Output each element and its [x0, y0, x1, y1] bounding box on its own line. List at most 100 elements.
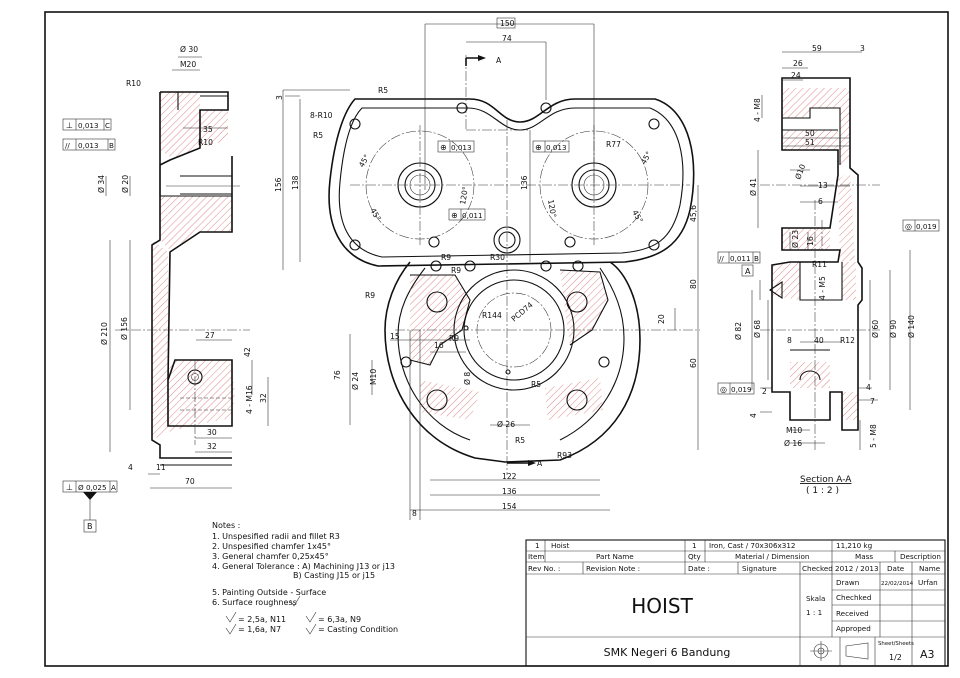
- dim-d156: Ø 156: [120, 317, 129, 340]
- dim-m8b: 5 - M8: [869, 424, 878, 448]
- note-line: 3. General chamfer 0,25x45°: [212, 552, 329, 561]
- tb-h-checked: Checked: [802, 564, 833, 573]
- dim-138: 138: [291, 175, 300, 190]
- tb-h-qty: Qty: [688, 552, 701, 561]
- svg-text:0,013: 0,013: [78, 121, 99, 130]
- dim-m5: 4 - M5: [818, 276, 827, 300]
- datum-b-box: [83, 519, 97, 533]
- dim-156: 156: [274, 177, 283, 192]
- dim-45-6: 45,6: [689, 205, 698, 222]
- svg-text://: //: [719, 254, 724, 263]
- dim-8c: 8: [787, 336, 792, 345]
- dim-m8a: 4 - M8: [753, 98, 762, 122]
- dim-r12: R12: [840, 336, 855, 345]
- dim-32: 32: [207, 442, 217, 451]
- tb-material-value: Iron, Cast / 70x306x312: [709, 541, 796, 550]
- dim-136-horiz: 136: [502, 487, 517, 496]
- roughness-1: = 2,5a, N11: [238, 615, 286, 624]
- dim-r30: R30: [490, 253, 505, 262]
- dim-d41: Ø 41: [749, 178, 758, 196]
- svg-text:⊥: ⊥: [66, 121, 73, 130]
- tb-mass-value: 11,210 kg: [836, 541, 872, 550]
- surface-roughness-icon: [289, 595, 301, 607]
- tb-h-rev-no: Rev No. :: [528, 564, 560, 573]
- dim-13: 13: [818, 181, 828, 190]
- dim-a120b: 120°: [546, 199, 558, 219]
- dim-32v: 32: [259, 393, 268, 403]
- dim-16b: 16: [806, 236, 815, 246]
- dim-20-vert: 20: [657, 314, 666, 324]
- dim-2: 2: [762, 387, 767, 396]
- datum-a-label: A: [745, 267, 751, 276]
- dim-d210: Ø 210: [100, 322, 109, 345]
- left-side-view: Ø 30 M20 R10 R10 35 Ø 34 Ø 20 Ø 210 Ø 15…: [62, 45, 269, 533]
- datum-b-label: B: [87, 522, 93, 531]
- dim-d8: Ø 8: [463, 372, 472, 385]
- tb-h-name: Name: [919, 564, 941, 573]
- svg-text:0,013: 0,013: [546, 143, 567, 152]
- roughness-4: = Casting Condition: [318, 625, 398, 634]
- dim-74: 74: [502, 34, 512, 43]
- dim-11: 11: [156, 463, 166, 472]
- dim-r9d: R9: [449, 334, 459, 343]
- roughness-2: = 1,6a, N7: [238, 625, 281, 634]
- dim-r144: R144: [482, 311, 502, 320]
- dim-r10a: R10: [126, 79, 141, 88]
- datum-a-box: [741, 264, 754, 277]
- svg-text:C: C: [105, 121, 110, 130]
- dim-m10b: M10: [786, 426, 802, 435]
- dim-d23: Ø 23: [791, 230, 800, 248]
- dim-3b: 3: [860, 44, 865, 53]
- tolerance-frame-par1: // 0,013 B: [62, 138, 116, 151]
- tolerance-frame-circ2: ◎ 0,019: [717, 382, 755, 395]
- note-line: 6. Surface roughness: [212, 598, 297, 607]
- section-title: Section A-A: [800, 475, 852, 485]
- tb-drawn-date: 22/02/2014: [881, 581, 914, 587]
- dim-m10: M10: [369, 369, 378, 385]
- tb-h-item: Item: [528, 552, 544, 561]
- dim-A-top: A: [496, 56, 502, 65]
- dim-m20: M20: [180, 60, 196, 69]
- dim-4c: 4: [749, 413, 758, 418]
- dim-6: 6: [818, 197, 823, 206]
- dim-80: 80: [689, 279, 698, 289]
- section-a-a-view: 59 3 26 24 4 - M8 50 51 Ø 41 Ø10 13 6 Ø …: [717, 44, 940, 496]
- tolerance-frame-par2: // 0,011 B: [717, 251, 761, 264]
- dim-r10b: R10: [198, 138, 213, 147]
- svg-text:0,011: 0,011: [462, 211, 483, 220]
- front-view: 150 74 A 3 R5 8-R10 R5 156 138 45° 45° 4…: [274, 17, 700, 520]
- tb-h-signature: Signature: [742, 564, 777, 573]
- tb-sheet-label: Sheet/Sheets: [878, 641, 914, 647]
- tb-skala-value: 1 : 1: [806, 608, 822, 617]
- dim-d140: Ø 140: [907, 315, 916, 338]
- tb-h-part-name: Part Name: [596, 552, 634, 561]
- dim-3: 3: [275, 95, 284, 100]
- svg-text:◎: ◎: [905, 222, 912, 231]
- dim-r5b: R5: [313, 131, 323, 140]
- section-scale: ( 1 : 2 ): [806, 486, 839, 496]
- dim-76: 76: [333, 370, 342, 380]
- tb-part-name-value: Hoist: [551, 541, 570, 550]
- tolerance-frame-perp1: ⊥ 0,013 C: [62, 118, 112, 131]
- dim-d68: Ø 68: [753, 320, 762, 338]
- sheet-border: [44, 11, 949, 667]
- svg-text:B: B: [754, 254, 759, 263]
- dim-4: 4: [128, 463, 133, 472]
- note-line: 1. Unspesified radii and fillet R3: [212, 532, 340, 541]
- tb-drawing-title: HOIST: [631, 594, 693, 618]
- tb-sheet-value: 1/2: [889, 653, 902, 662]
- tb-qty-value: 1: [692, 541, 697, 550]
- dim-35: 35: [203, 125, 213, 134]
- tb-item-no: 1: [535, 541, 540, 550]
- dim-a45c: 45°: [639, 150, 654, 166]
- dim-r10x8: 8-R10: [310, 111, 333, 120]
- tb-checked-label: Chechked: [836, 593, 871, 602]
- dim-d16c: Ø 16: [784, 439, 802, 448]
- note-line: 2. Unspesified chamfer 1x45°: [212, 542, 331, 551]
- dim-d10: Ø10: [793, 163, 807, 181]
- dim-r9b: R9: [451, 266, 461, 275]
- dim-d90: Ø 90: [889, 320, 898, 338]
- note-line: 5. Painting Outside - Surface: [212, 588, 326, 597]
- dim-16: 16: [434, 341, 444, 350]
- tolerance-frame-pos3: ⊕ 0,011: [448, 208, 486, 221]
